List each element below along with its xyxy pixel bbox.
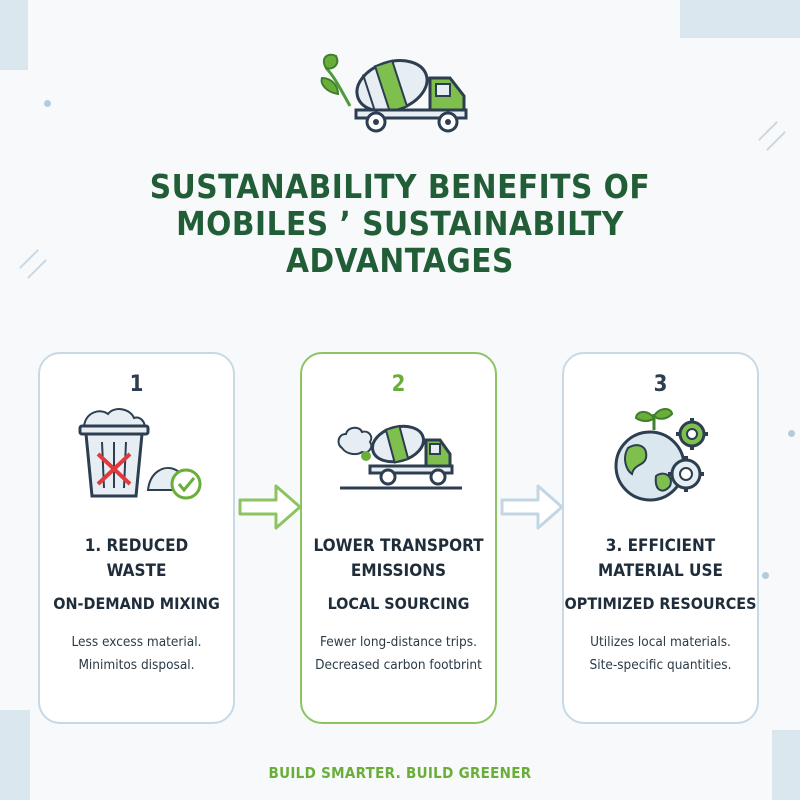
card-number: 3 — [653, 372, 668, 397]
card-heading: 3. EFFICIENT MATERIAL USE — [564, 534, 757, 584]
card-description: Utilizes local materials. Site-specific … — [564, 631, 757, 677]
decoration-dash — [766, 131, 786, 151]
footer-tagline: BUILD SMARTER. BUILD GREENER — [268, 764, 532, 782]
card-heading-line: WASTE — [106, 561, 167, 581]
benefit-card-lower-transport-emissions: 2 LOWER TRANSPORT EMISSIONS LOCAL SOURCI… — [300, 352, 497, 724]
card-heading: 1. REDUCED WASTE — [40, 534, 233, 584]
card-heading: LOWER TRANSPORT EMISSIONS — [302, 534, 495, 584]
globe-gears-icon — [614, 408, 708, 502]
card-description-line: Utilizes local materials. — [590, 634, 731, 650]
card-description-line: Decreased carbon footbrint — [315, 657, 482, 673]
mixer-truck-icon — [337, 424, 462, 490]
decoration-dot — [788, 430, 795, 437]
title-line: SUSTANABILITY BENEFITS OF — [149, 167, 651, 206]
card-heading-line: 1. REDUCED — [84, 536, 189, 556]
decoration-dot — [44, 100, 51, 107]
decoration-dash — [758, 121, 778, 141]
corner-decoration-top-left — [0, 0, 28, 70]
card-subheading: LOCAL SOURCING — [327, 594, 470, 613]
benefit-card-efficient-material-use: 3 3. EFFICIENT MATERIAL USE OPTIMIZED RE… — [562, 352, 759, 724]
card-description-line: Site-specific quantities. — [589, 657, 732, 673]
title-line: ADVANTAGES — [286, 241, 514, 280]
page-title: SUSTANABILITY BENEFITS OF MOBILES ’ SUST… — [0, 168, 800, 279]
card-heading-line: MATERIAL USE — [598, 561, 723, 581]
card-heading-line: 3. EFFICIENT — [605, 536, 716, 556]
card-number: 2 — [391, 372, 406, 397]
card-description: Fewer long-distance trips. Decreased car… — [302, 631, 495, 677]
benefit-card-reduced-waste: 1 1. REDUCED WASTE ON-DEMAND MIXING Less… — [38, 352, 235, 724]
title-line: MOBILES ’ SUSTAINABILTY — [176, 204, 624, 243]
arrow-right-icon — [238, 484, 302, 530]
hero-mixer-truck-icon — [320, 53, 468, 133]
card-description-line: Minimitos disposal. — [78, 657, 195, 673]
card-subheading: ON-DEMAND MIXING — [53, 594, 220, 613]
card-heading-line: EMISSIONS — [350, 561, 447, 581]
corner-decoration-top-right — [680, 0, 800, 38]
corner-decoration-bottom-right — [772, 730, 800, 800]
card-subheading: OPTIMIZED RESOURCES — [564, 594, 757, 613]
card-description-line: Less excess material. — [71, 634, 202, 650]
card-description-line: Fewer long-distance trips. — [320, 634, 477, 650]
card-number: 1 — [129, 372, 144, 397]
card-heading-line: LOWER TRANSPORT — [313, 536, 484, 556]
card-description: Less excess material. Minimitos disposal… — [40, 631, 233, 677]
corner-decoration-bottom-left — [0, 710, 30, 800]
trash-bin-icon — [78, 408, 202, 500]
arrow-right-icon — [500, 484, 564, 530]
decoration-dot — [762, 572, 769, 579]
